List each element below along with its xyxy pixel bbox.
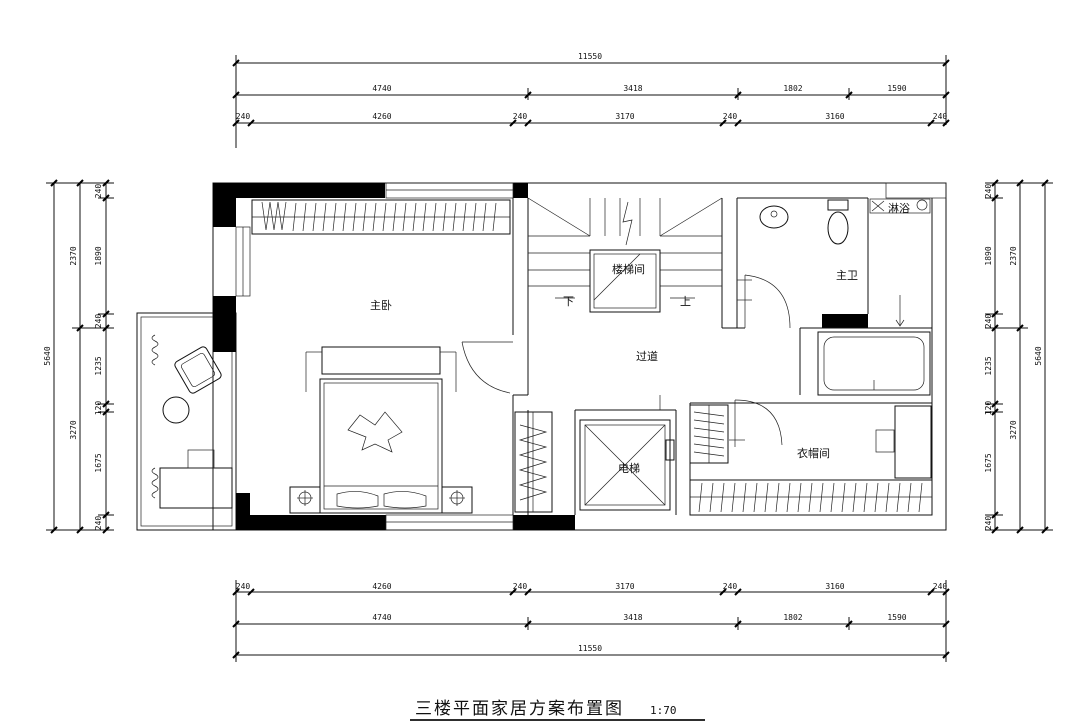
bottom-dimensions: 240 4260 240 3170 240 3160 240 4740 3418… [232,580,950,662]
walls [136,182,947,531]
room-label-stairwell: 楼梯间 [612,262,645,276]
balcony-furniture [151,334,233,509]
dim-right-detail-1: 240 [984,184,993,199]
dim-left-overall: 5640 [43,346,52,365]
dim-right-detail-7: 240 [984,516,993,531]
cloakroom-wardrobe-hangers [698,482,923,513]
stair-down-label: 下 [563,295,574,308]
dim-bottom-inner-6: 3160 [825,582,844,591]
cloakroom: 衣帽间 [689,399,933,516]
stairwell: 楼梯间 下 上 [527,197,723,313]
left-dimensions: 5640 2370 3270 240 1890 240 1235 120 167… [43,179,114,534]
dim-left-detail-4: 1235 [94,356,103,375]
corridor: 过道 [636,349,661,410]
dim-bottom-inner-3: 240 [513,582,528,591]
drawing-title: 三楼平面家居方案布置图 [415,699,624,719]
dim-bottom-inner-5: 240 [723,582,738,591]
dim-top-inner-5: 240 [723,112,738,121]
dim-overall-width-top: 11550 [578,52,602,61]
dim-right-section-1: 2370 [1009,246,1018,265]
room-label-shower: 淋浴 [888,202,910,215]
dim-bottom-mid-2: 3418 [623,613,642,622]
dim-right-detail-6: 1675 [984,453,993,472]
dim-left-detail-7: 240 [94,516,103,531]
room-label-cloakroom: 衣帽间 [797,446,830,460]
dim-bottom-mid-4: 1590 [887,613,906,622]
dim-left-detail-3: 240 [94,314,103,329]
shoe-cabinet [514,411,553,513]
room-label-master-bath: 主卫 [836,269,858,282]
dim-bottom-inner-4: 3170 [615,582,634,591]
stair-up-label: 上 [680,295,691,308]
dim-top-mid-3: 1802 [783,84,802,93]
dim-top-inner-6: 3160 [825,112,844,121]
dim-left-detail-6: 1675 [94,453,103,472]
dim-left-detail-2: 1890 [94,246,103,265]
dim-bottom-inner-1: 240 [236,582,251,591]
room-label-master-bedroom: 主卧 [370,299,392,312]
dim-top-inner-4: 3170 [615,112,634,121]
dim-bottom-inner-2: 4260 [372,582,391,591]
dim-top-mid-4: 1590 [887,84,906,93]
dim-top-inner-1: 240 [236,112,251,121]
dim-bottom-inner-7: 240 [933,582,948,591]
room-label-corridor: 过道 [636,349,658,363]
dim-bottom-mid-3: 1802 [783,613,802,622]
room-label-elevator: 电梯 [618,462,640,475]
dim-left-detail-5: 120 [94,401,103,416]
top-dimensions: 11550 4740 3418 1802 1590 240 4260 240 3… [232,52,950,148]
dim-right-detail-5: 120 [984,401,993,416]
dim-overall-width-bottom: 11550 [578,644,602,653]
dim-top-inner-7: 240 [933,112,948,121]
cloakroom-shelf-lines [693,411,725,457]
dim-right-detail-4: 1235 [984,356,993,375]
drawing-title-block: 三楼平面家居方案布置图 1:70 [410,699,705,721]
dim-top-mid-1: 4740 [372,84,391,93]
dim-right-detail-2: 1890 [984,246,993,265]
dim-left-detail-1: 240 [94,184,103,199]
dim-top-mid-2: 3418 [623,84,642,93]
dim-right-section-2: 3270 [1009,420,1018,439]
master-bedroom: 主卧 [251,199,513,514]
master-bathroom: 主卫 淋浴 [737,198,931,396]
drawing-scale: 1:70 [650,704,677,717]
dim-bottom-mid-1: 4740 [372,613,391,622]
dim-right-overall: 5640 [1034,346,1043,365]
right-dimensions: 240 1890 240 1235 120 1675 240 2370 3270… [984,179,1053,534]
dim-top-inner-3: 240 [513,112,528,121]
dim-left-section-2: 3270 [69,420,78,439]
wardrobe-hangers [292,202,497,232]
dim-right-detail-3: 240 [984,314,993,329]
elevator: 电梯 [579,419,675,511]
dim-top-inner-2: 4260 [372,112,391,121]
dim-left-section-1: 2370 [69,246,78,265]
